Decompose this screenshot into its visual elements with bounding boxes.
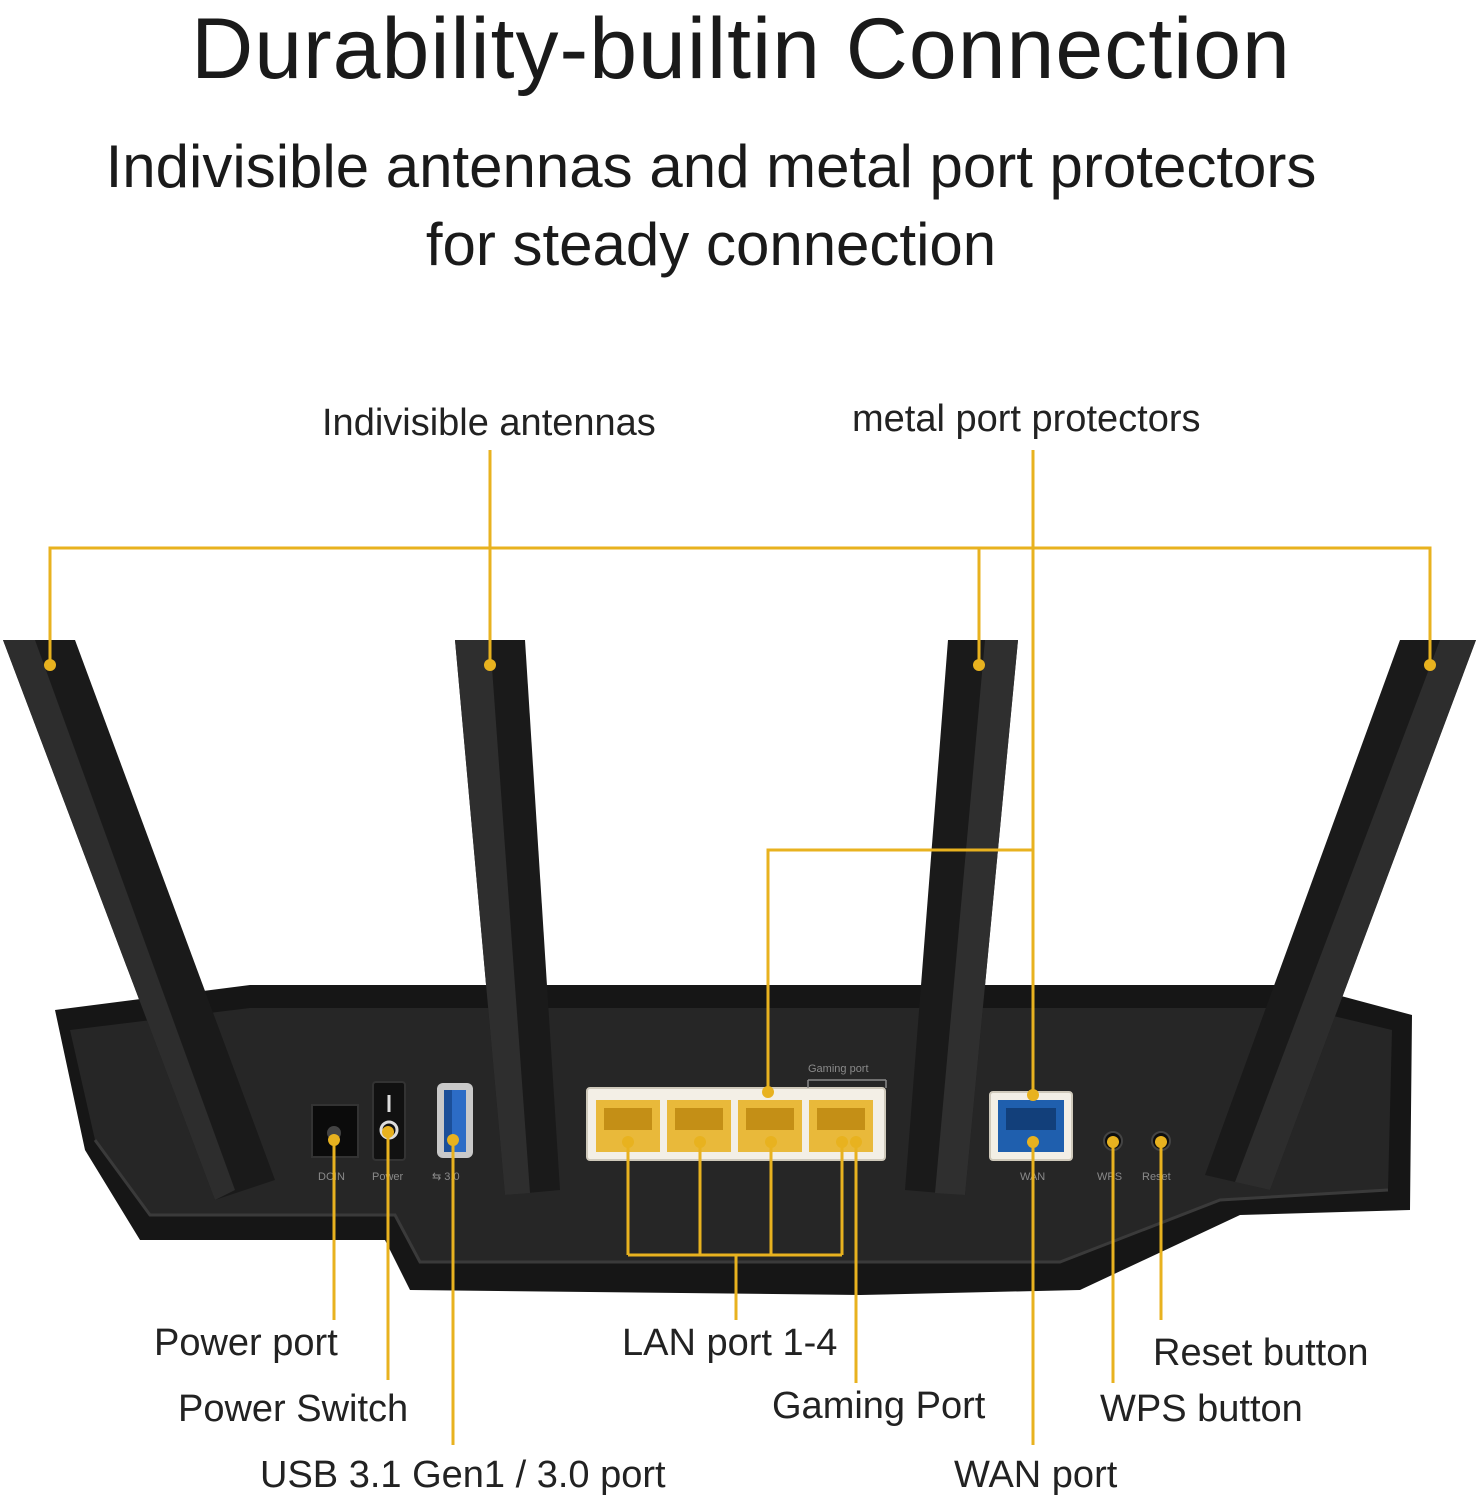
label-reset: Reset button: [1153, 1332, 1369, 1374]
wan-port: [989, 1091, 1073, 1161]
label-protectors: metal port protectors: [852, 398, 1201, 440]
label-usb: USB 3.1 Gen1 / 3.0 port: [260, 1454, 666, 1496]
subtitle-line-2: for steady connection: [425, 211, 997, 278]
label-power-port: Power port: [154, 1322, 338, 1364]
label-lan: LAN port 1-4: [622, 1322, 838, 1364]
router-print-usb: ⇆ 3.0: [432, 1171, 460, 1183]
antenna-4: [1205, 640, 1476, 1190]
antenna-2: [455, 640, 560, 1195]
label-gaming: Gaming Port: [772, 1385, 986, 1427]
router-print-gaming-port: Gaming port: [808, 1063, 869, 1075]
router-print-reset: Reset: [1142, 1171, 1171, 1183]
usb-port: [437, 1083, 473, 1158]
label-wps: WPS button: [1100, 1388, 1303, 1430]
label-power-switch: Power Switch: [178, 1388, 409, 1430]
callout-dots: [44, 659, 1436, 1148]
subtitle-line-1: Indivisible antennas and metal port prot…: [105, 133, 1317, 200]
router-print-wps: WPS: [1097, 1171, 1122, 1183]
label-antennas: Indivisible antennas: [322, 402, 656, 444]
lan-port-frame: [586, 1087, 886, 1161]
router-print-dc: DCIN: [318, 1171, 345, 1183]
callout-lines: [48, 450, 1432, 1445]
antenna-3: [905, 640, 1018, 1195]
antenna-1: [3, 640, 275, 1200]
page-title: Durability-builtin Connection: [191, 1, 1291, 97]
label-wan: WAN port: [954, 1454, 1118, 1496]
